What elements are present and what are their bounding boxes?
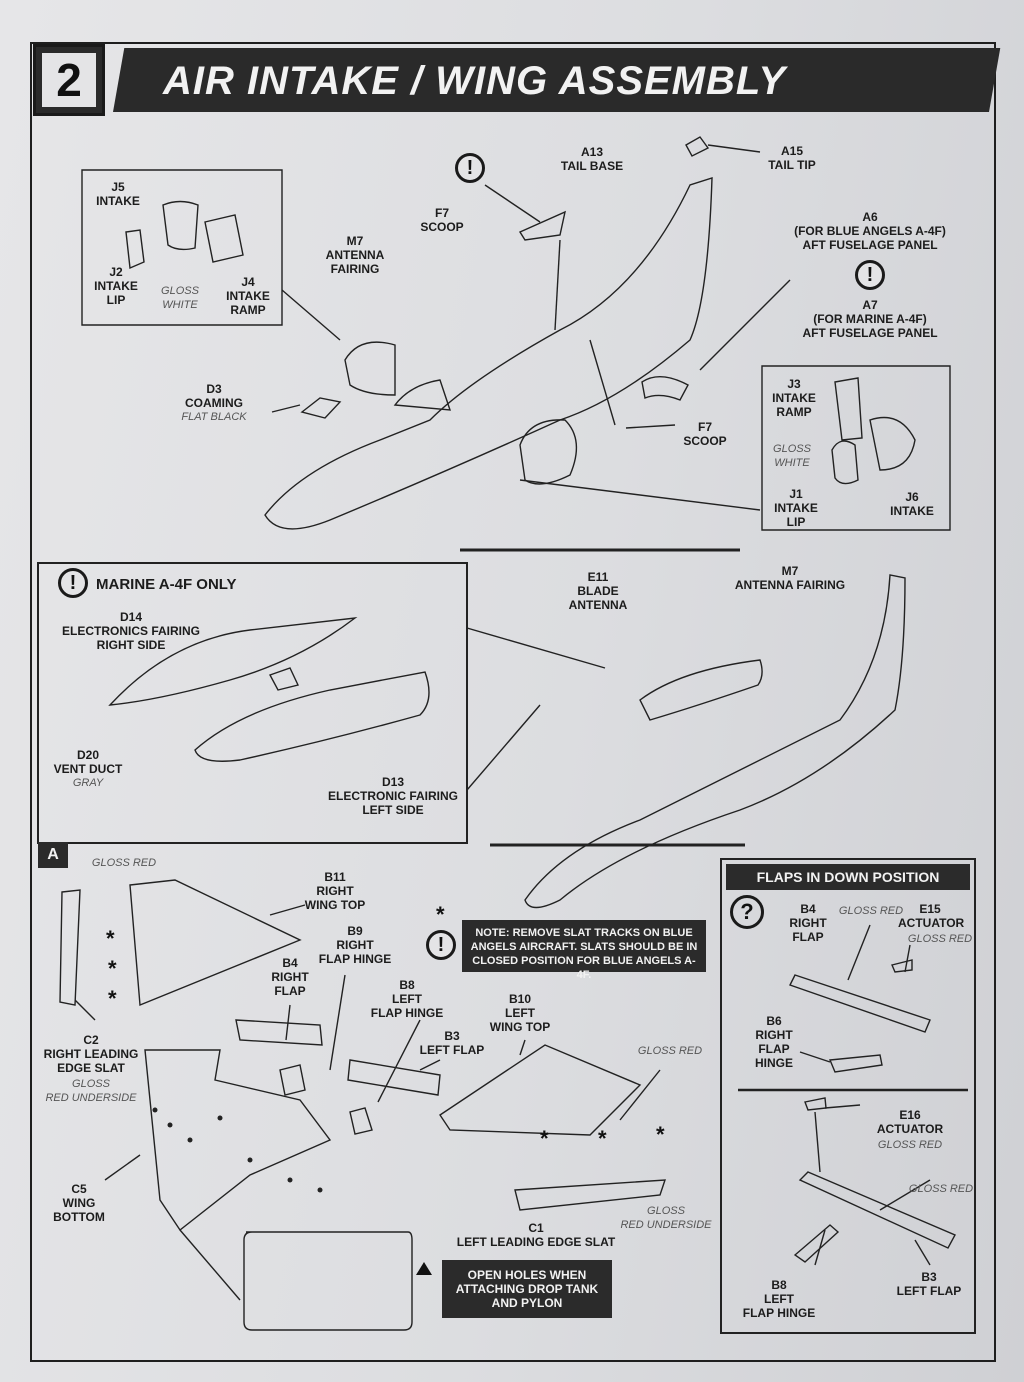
intake-part-2 [344,341,396,396]
label-d13: D13 ELECTRONIC FAIRING LEFT SIDE [327,775,458,817]
aircraft-fuselage-1 [264,177,713,530]
label-b4: B4 RIGHT FLAP [271,956,309,998]
star-marker-4: * [540,1126,549,1151]
label-c1-color: GLOSS RED UNDERSIDE [620,1205,712,1231]
label-gloss-white-1: GLOSS WHITE [161,285,199,311]
label-c5: C5 WING BOTTOM [53,1182,105,1224]
intake-inset-right [761,365,951,531]
label-j5-intake: J5 INTAKE [96,180,140,208]
left-slat [514,1179,666,1211]
flaps-label-b3: B3 LEFT FLAP [896,1270,962,1298]
label-e11: E11 BLADE ANTENNA [568,570,628,612]
label-d20: D20 VENT DUCT [53,748,123,776]
label-f7-scoop-top: F7 SCOOP [420,206,464,234]
aircraft-canopy-1 [393,379,452,411]
antenna-fairing-part [639,659,763,721]
warning-icon-marine: ! [58,568,88,598]
star-marker-note: * [436,902,445,927]
label-gloss-red-wing: GLOSS RED [637,1045,703,1057]
tail-tip-part [685,136,710,157]
flap-down-left [798,1171,956,1249]
star-marker-3: * [108,986,117,1011]
label-b3: B3 LEFT FLAP [419,1029,485,1057]
warning-icon-panel: ! [855,260,885,290]
label-flat-black: FLAT BLACK [181,411,247,423]
flaps-label-e15-color: GLOSS RED [907,933,973,945]
label-j6-intake: J6 INTAKE [890,490,934,518]
flaps-label-gloss-red-2: GLOSS RED [908,1183,974,1195]
label-m7-section2: M7 ANTENNA FAIRING [734,564,846,592]
label-j4-intake-ramp: J4 INTAKE RAMP [226,275,270,317]
label-d14: D14 ELECTRONICS FAIRING RIGHT SIDE [61,610,200,652]
label-c2-color: GLOSS RED UNDERSIDE [45,1078,137,1104]
flaps-label-e15: E15 ACTUATOR [898,902,965,930]
label-c1: C1 LEFT LEADING EDGE SLAT [456,1221,616,1249]
star-marker-1: * [106,926,115,951]
label-f7-scoop-bottom: F7 SCOOP [683,420,727,448]
triangle-marker-icon [416,1262,432,1275]
flaps-label-gloss-red-1: GLOSS RED [838,905,904,917]
label-j1-intake-lip: J1 INTAKE LIP [774,487,818,529]
right-slat [59,889,81,1006]
label-m7-antenna-fairing: M7 ANTENNA FAIRING [325,234,385,276]
step-header: 2 AIR INTAKE / WING ASSEMBLY [33,44,1001,122]
label-b10: B10 LEFT WING TOP [489,992,551,1034]
label-j3-intake-ramp: J3 INTAKE RAMP [772,377,816,419]
subsection-tag: A [38,842,68,868]
flaps-box-title: FLAPS IN DOWN POSITION [726,864,970,890]
electronic-fairing-left [194,671,430,762]
left-flap [347,1059,441,1096]
intake-part-1 [519,419,578,485]
aircraft-fuselage-2 [524,574,906,909]
warning-icon-slat: ! [426,930,456,960]
flap-down-right [789,974,931,1033]
electronics-fairing-right [108,617,358,706]
left-wing-top [439,1044,642,1136]
flaps-box [720,858,976,1334]
label-a13-tail-base: A13 TAIL BASE [560,145,624,173]
label-a6-panel: A6 (FOR BLUE ANGELS A-4F) AFT FUSELAGE P… [794,210,946,252]
label-b8: B8 LEFT FLAP HINGE [370,978,444,1020]
marine-box-title: MARINE A-4F ONLY [96,576,237,593]
label-gloss-red-top: GLOSS RED [91,857,157,869]
panel-part [641,376,689,401]
label-b9: B9 RIGHT FLAP HINGE [318,924,392,966]
coaming-part [300,397,342,419]
step-number-box: 2 [33,44,105,116]
question-icon: ? [730,895,764,929]
drop-tank-inset [243,1231,413,1331]
right-flap [235,1019,323,1046]
label-a7-panel: A7 (FOR MARINE A-4F) AFT FUSELAGE PANEL [802,298,938,340]
flaps-label-b4: B4 RIGHT FLAP [789,902,827,944]
label-gloss-white-2: GLOSS WHITE [773,443,811,469]
star-marker-6: * [656,1122,665,1147]
flaps-label-e16: E16 ACTUATOR [876,1108,944,1136]
label-j2-intake-lip: J2 INTAKE LIP [94,265,138,307]
right-wing-top [129,879,302,1007]
slat-note: NOTE: REMOVE SLAT TRACKS ON BLUE ANGELS … [462,920,706,981]
wing-bottom [144,1049,332,1232]
flaps-label-e16-color: GLOSS RED [877,1139,943,1151]
label-b11: B11 RIGHT WING TOP [304,870,366,912]
label-a15-tail-tip: A15 TAIL TIP [768,144,816,172]
flaps-label-b8: B8 LEFT FLAP HINGE [742,1278,816,1320]
holes-note: OPEN HOLES WHEN ATTACHING DROP TANK AND … [442,1260,612,1318]
step-title: AIR INTAKE / WING ASSEMBLY [163,59,787,103]
label-d3-coaming: D3 COAMING [185,382,243,410]
marine-inset-box [37,562,468,844]
page-frame [30,42,996,1362]
tail-base-part [518,210,566,241]
label-gray: GRAY [72,777,104,789]
warning-icon-tail: ! [455,153,485,183]
star-marker-2: * [108,956,117,981]
intake-inset-left [81,169,283,326]
flaps-label-b6: B6 RIGHT FLAP HINGE [754,1014,793,1070]
step-number: 2 [42,53,96,107]
star-marker-5: * [598,1126,607,1151]
label-c2: C2 RIGHT LEADING EDGE SLAT [43,1033,139,1075]
